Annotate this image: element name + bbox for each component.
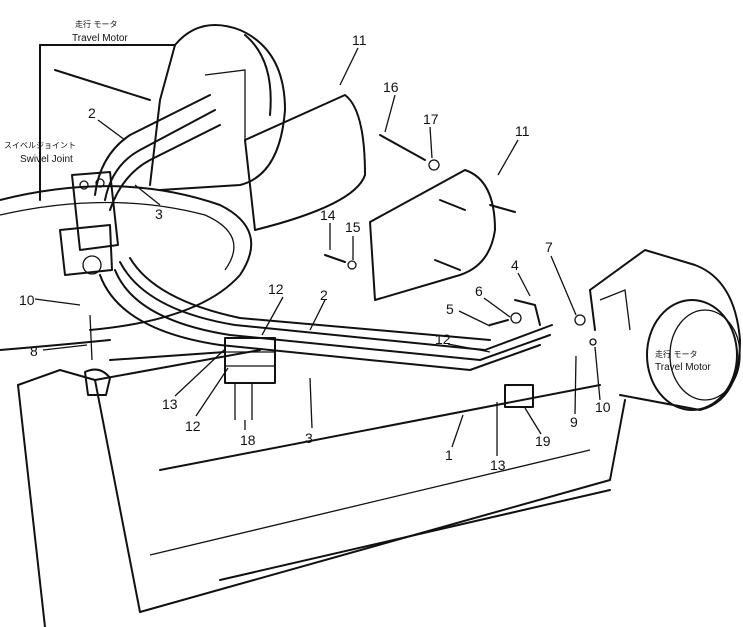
callout-3b: 3: [305, 430, 313, 446]
swivel-joint-caption: Swivel Joint: [20, 154, 73, 165]
callout-11a: 11: [352, 32, 367, 48]
callout-12a: 12: [268, 281, 284, 297]
callout-8: 8: [30, 343, 38, 359]
callout-16: 16: [383, 79, 399, 95]
callout-1: 1: [445, 447, 453, 463]
travel-motor-right: [589, 249, 741, 411]
callout-13b: 13: [490, 457, 506, 473]
revolving-frame: [0, 185, 253, 351]
callout-9: 9: [570, 414, 578, 430]
callout-labels: 1 2 2 3 3 4 5 6 7 8 9 10 10 11 11 12 12 …: [19, 32, 611, 473]
hydraulic-hoses: [89, 94, 553, 371]
callout-6: 6: [475, 283, 483, 299]
callout-18: 18: [240, 432, 256, 448]
track-frame: [17, 349, 626, 627]
callout-12b: 12: [435, 331, 451, 347]
callout-15: 15: [345, 219, 361, 235]
callout-14: 14: [320, 207, 336, 223]
leader-lines: [34, 47, 601, 456]
callout-11b: 11: [515, 123, 530, 139]
travel-motor-top-caption: Travel Motor: [72, 33, 128, 44]
callout-10a: 10: [19, 292, 35, 308]
fasteners: [84, 134, 597, 396]
travel-motor-top-caption-jp: 走行 モータ: [75, 19, 118, 29]
travel-motor-right-caption: Travel Motor: [655, 362, 711, 373]
callout-2a: 2: [88, 105, 96, 121]
callout-3a: 3: [155, 206, 163, 222]
callout-13a: 13: [162, 396, 178, 412]
swivel-joint: [59, 171, 119, 276]
callout-5: 5: [446, 301, 454, 317]
callout-12c: 12: [185, 418, 201, 434]
hose-clamp-block: [224, 337, 276, 420]
swivel-joint-caption-jp: スイベルジョイント: [4, 141, 76, 150]
callout-19: 19: [535, 433, 551, 449]
callout-17: 17: [423, 111, 439, 127]
travel-motor-right-caption-jp: 走行 モータ: [655, 349, 698, 359]
callout-2b: 2: [320, 287, 328, 303]
cover-plate-back: [244, 94, 366, 231]
callout-7: 7: [545, 239, 553, 255]
callout-10b: 10: [595, 399, 611, 415]
cover-plate-front: [369, 169, 516, 301]
callout-4: 4: [511, 257, 519, 273]
hose-clamp-right: [504, 384, 534, 408]
captions: 走行 モータ Travel Motor スイベルジョイント Swivel Joi…: [4, 19, 711, 373]
